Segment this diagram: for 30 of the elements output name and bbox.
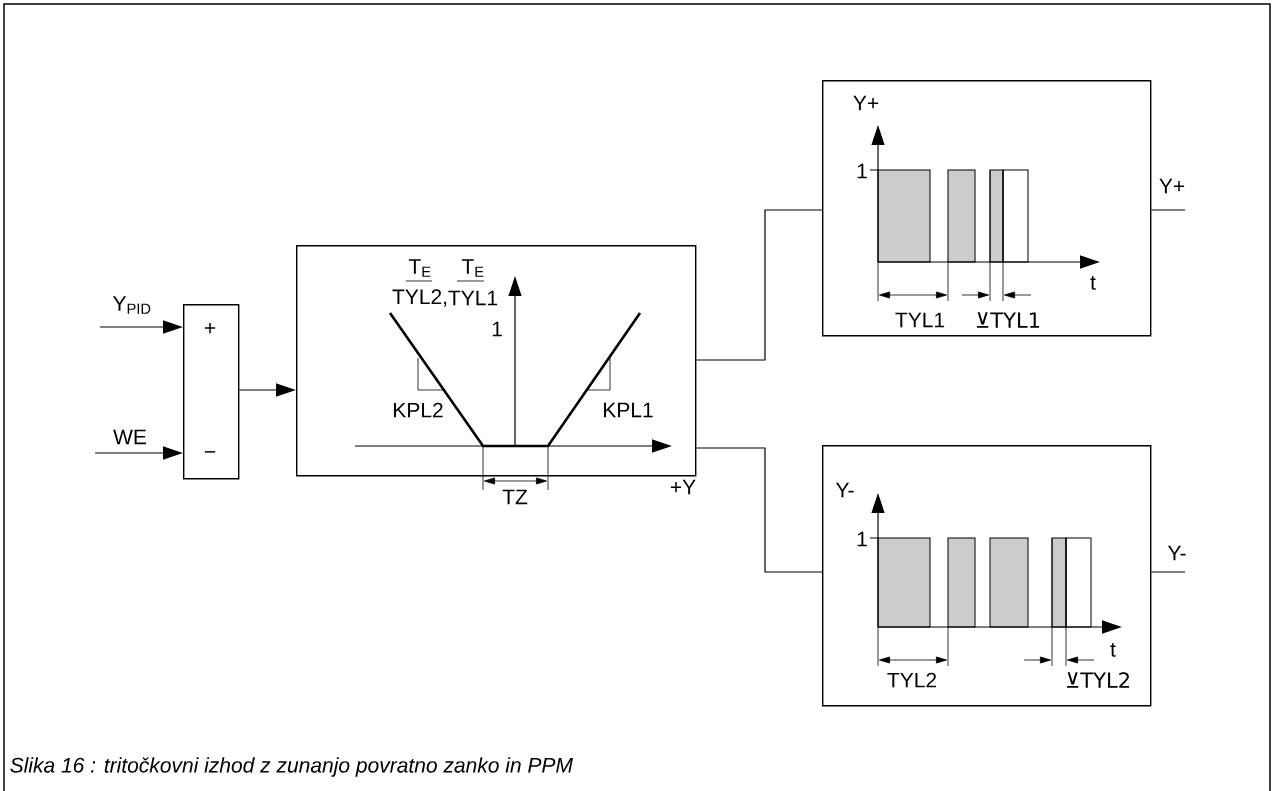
fraction-label: T$_{E}$ xyxy=(408,259,431,277)
edge-label: Y- xyxy=(1167,545,1186,561)
axis-label: 1 xyxy=(857,531,867,547)
axis-label: +Y xyxy=(670,479,696,495)
slope-label: KPL1 xyxy=(604,402,653,418)
slope-label: KPL2 xyxy=(394,402,443,418)
sign-label: − xyxy=(204,451,216,453)
connector-line xyxy=(1150,571,1186,573)
edge-label: Y+ xyxy=(1159,178,1185,194)
axis-label: t xyxy=(1090,276,1096,290)
dimension-label: ⊻TYL1 xyxy=(977,312,1040,328)
axis-label: Y+ xyxy=(853,95,879,111)
axis-label: 1 xyxy=(492,321,502,337)
connector-line xyxy=(695,447,823,573)
fraction-label: TYL2, xyxy=(392,289,447,307)
fraction-label: TYL1 xyxy=(448,290,498,306)
edge-label: WE xyxy=(113,429,147,445)
dimension-label: ⊻TYL2 xyxy=(1067,672,1129,688)
fraction-label: T$_{E}$ xyxy=(461,259,484,277)
sign-label: + xyxy=(204,322,216,334)
axis-label: 1 xyxy=(857,163,867,179)
dimension-label: TZ xyxy=(502,489,528,505)
axis-label: Y- xyxy=(835,482,854,498)
dimension-label: TYL1 xyxy=(895,312,945,328)
caption: Slika 16 : tritočkovni izhod z zunanjo povratno zanko in PPM xyxy=(10,757,573,777)
connector-line xyxy=(1150,209,1186,211)
connector-line xyxy=(695,209,823,361)
edge-label: Y$_{PID}$ xyxy=(112,296,151,314)
dimension-label: TYL2 xyxy=(887,672,937,688)
axis-label: t xyxy=(1110,643,1116,657)
